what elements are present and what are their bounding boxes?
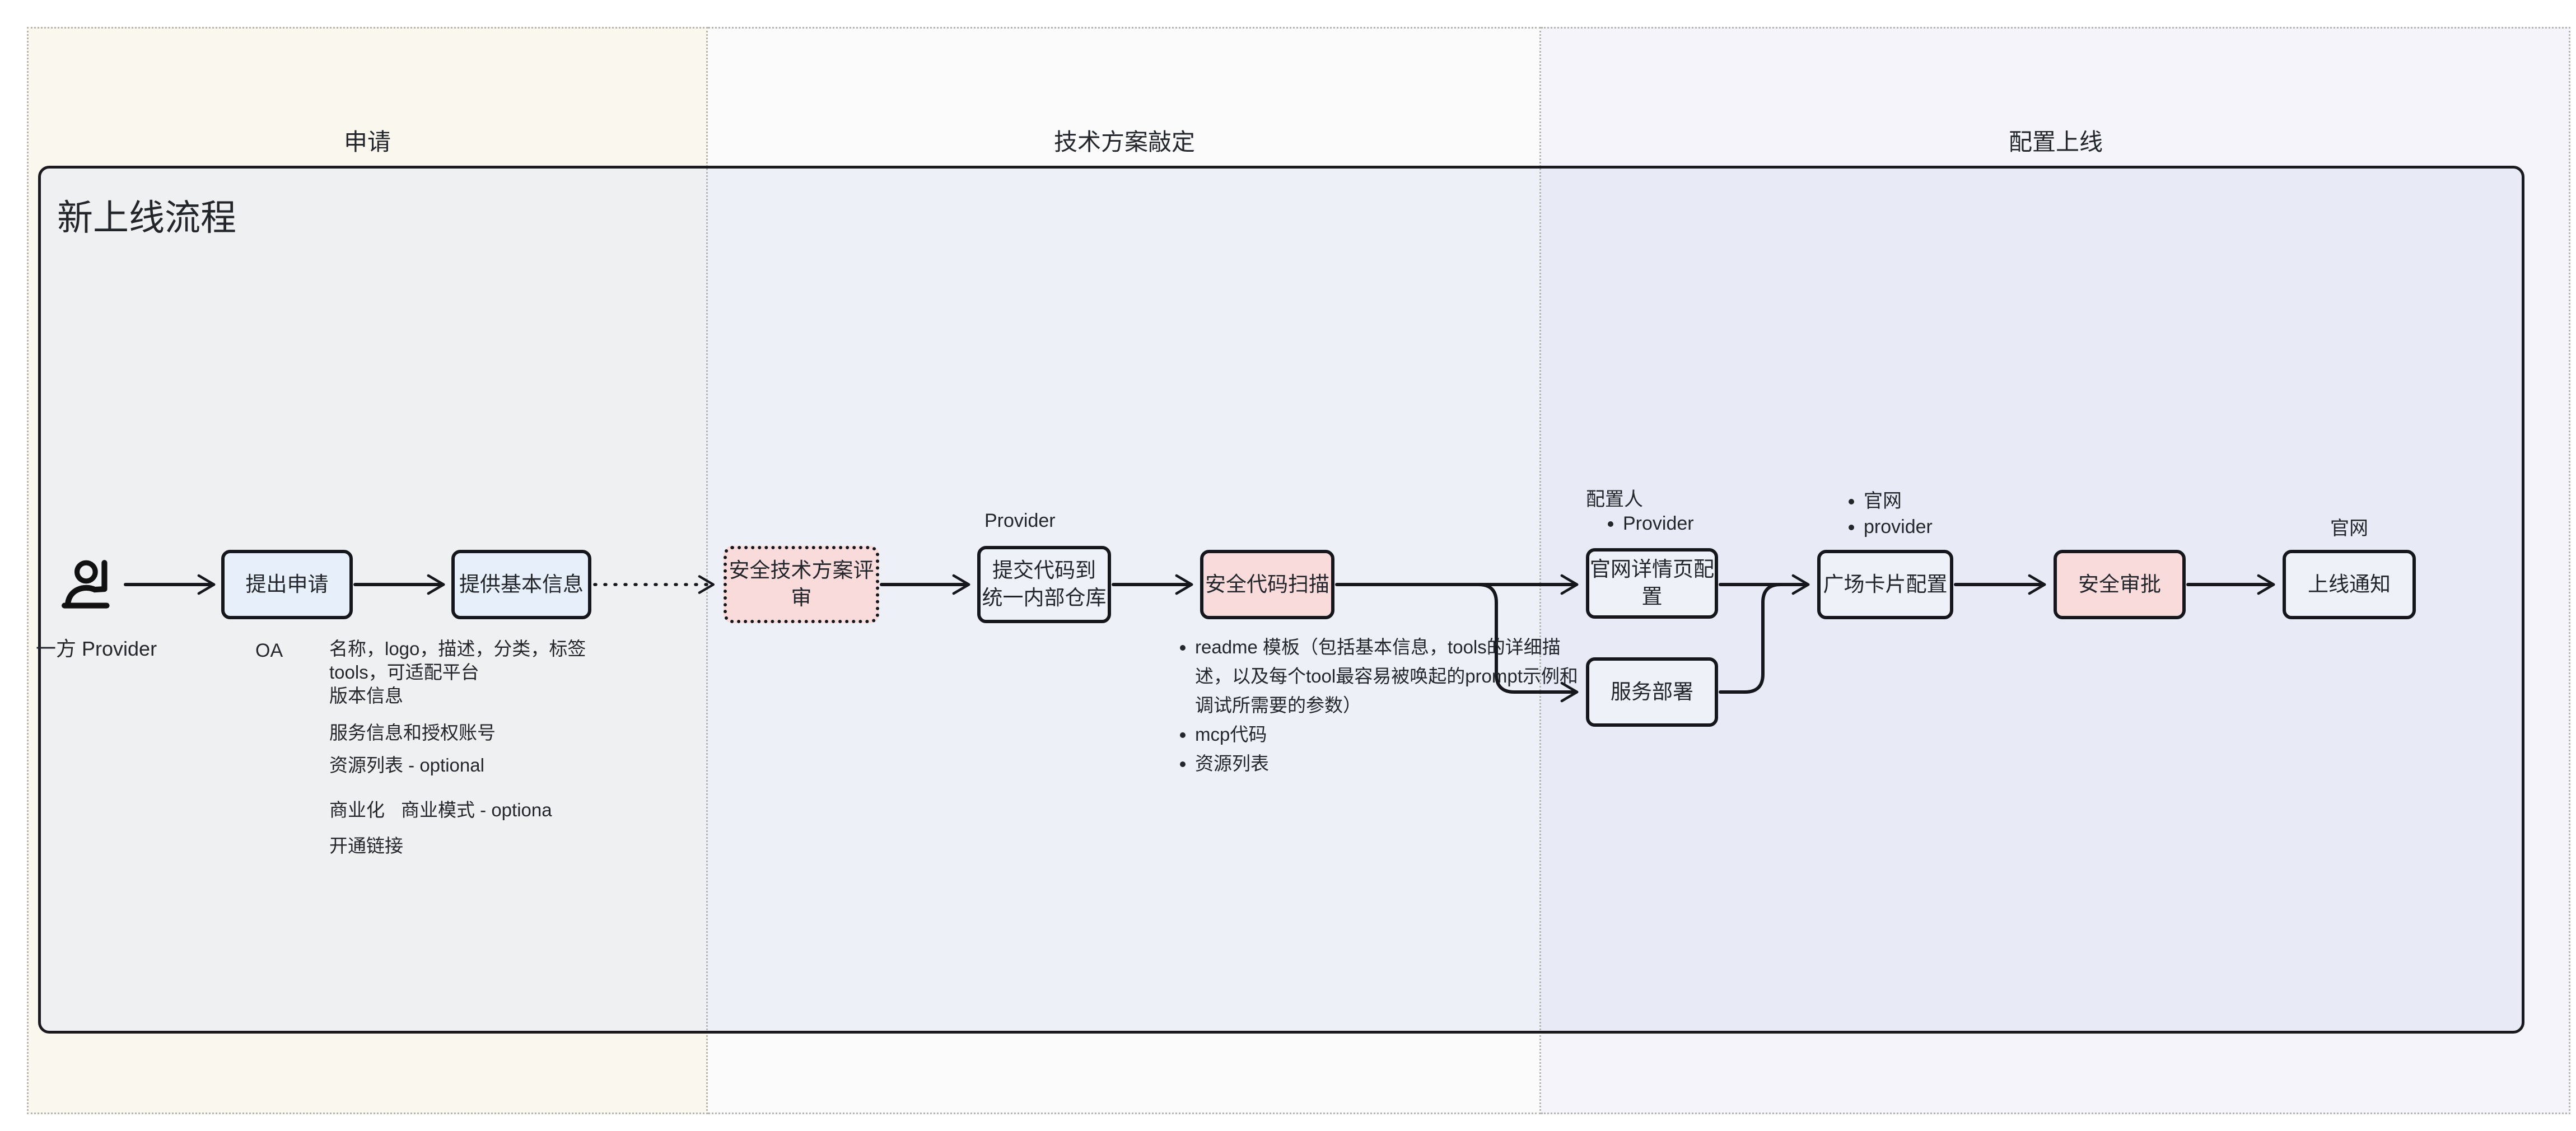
node-label: 服务部署: [1611, 680, 1693, 703]
person-raising-hand-icon: [62, 560, 110, 609]
node-tech-review[interactable]: 安全技术方案评审: [724, 546, 879, 623]
process-frame-fill: [38, 166, 2524, 1034]
connector-deploy-merge: [1719, 583, 1782, 694]
list-item: readme 模板（包括基本信息，tools的详细描述，以及每个tool最容易被…: [1195, 633, 1587, 720]
node-label: 安全审批: [2078, 572, 2161, 596]
node-apply[interactable]: 提出申请: [221, 550, 353, 619]
frame-title: 新上线流程: [57, 198, 236, 238]
plaza-card-owner-list: 官网 provider: [1839, 488, 1933, 540]
list-item: 官网: [1864, 488, 1933, 514]
actor-label: 一方 Provider: [36, 637, 157, 660]
list-item: Provider: [1623, 511, 1694, 536]
node-code-scan[interactable]: 安全代码扫描: [1200, 550, 1334, 619]
list-item: mcp代码: [1195, 720, 1587, 749]
node-label: 安全技术方案评审: [729, 559, 874, 609]
commercial-label: 商业化: [329, 800, 385, 820]
node-label: 官网详情页配置: [1590, 558, 1714, 608]
service-info-note: 服务信息和授权账号: [329, 722, 496, 743]
node-deploy[interactable]: 服务部署: [1586, 657, 1718, 727]
node-label: 提交代码到 统一内部仓库: [982, 559, 1107, 609]
node-security-approval[interactable]: 安全审批: [2054, 550, 2186, 619]
commercial-value: 商业模式 - optiona: [401, 800, 552, 820]
launch-channel-label: 官网: [2330, 518, 2368, 539]
node-label: 安全代码扫描: [1205, 572, 1329, 596]
resource-list-note: 资源列表 - optional: [329, 755, 484, 775]
scan-requirements-list: readme 模板（包括基本信息，tools的详细描述，以及每个tool最容易被…: [1170, 633, 1587, 778]
phase-header-tech-plan: 技术方案敲定: [1053, 129, 1195, 155]
node-label: 提供基本信息: [459, 572, 584, 596]
node-label: 提出申请: [245, 572, 329, 596]
arrow-branch-to-deploy: [1477, 583, 1579, 703]
list-item: provider: [1864, 514, 1933, 540]
node-site-detail-config[interactable]: 官网详情页配置: [1586, 548, 1718, 619]
node-basic-info[interactable]: 提供基本信息: [451, 550, 591, 619]
node-label: 上线通知: [2308, 572, 2391, 596]
open-link-note: 开通链接: [329, 835, 403, 856]
oa-label: OA: [255, 640, 283, 661]
process-frame[interactable]: [38, 166, 2524, 1034]
node-label: 广场卡片配置: [1823, 572, 1948, 596]
configurator-list: Provider: [1598, 511, 1694, 536]
phase-header-config-launch: 配置上线: [2008, 129, 2103, 155]
node-submit-code[interactable]: 提交代码到 统一内部仓库: [977, 546, 1111, 623]
submit-owner-label: Provider: [984, 510, 1056, 531]
basic-fields-note: 名称，logo，描述，分类，标签 tools，可适配平台 版本信息: [329, 638, 586, 706]
node-plaza-card-config[interactable]: 广场卡片配置: [1817, 550, 1953, 619]
list-item: 资源列表: [1195, 749, 1587, 778]
configurator-title: 配置人: [1586, 489, 1643, 510]
node-launch-notice[interactable]: 上线通知: [2283, 550, 2416, 619]
phase-header-apply: 申请: [343, 129, 391, 155]
